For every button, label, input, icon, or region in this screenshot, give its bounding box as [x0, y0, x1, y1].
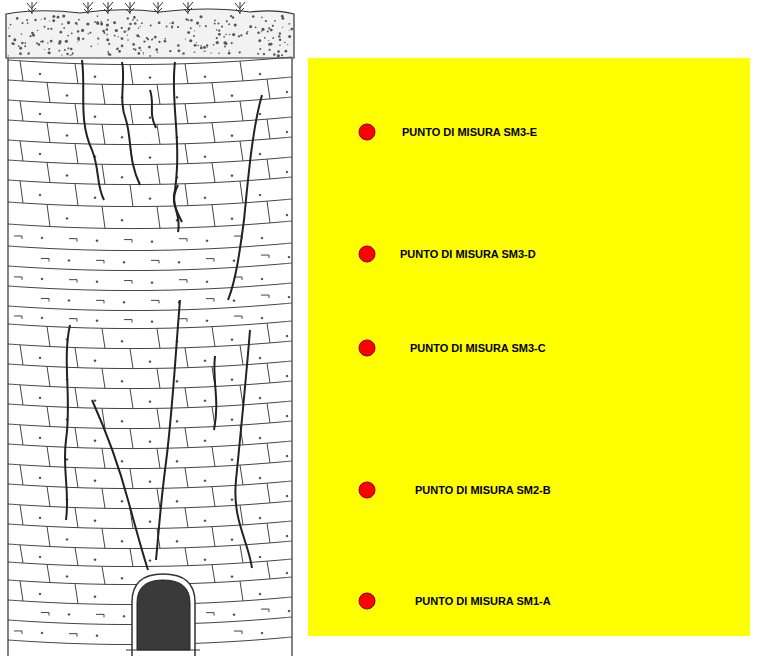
measurement-label: PUNTO DI MISURA SM3-D: [400, 248, 536, 261]
measurement-point: [359, 124, 375, 140]
measurement-point: [359, 246, 375, 262]
measurement-label: PUNTO DI MISURA SM2-B: [415, 484, 551, 497]
bedding-planes: [8, 57, 292, 645]
measurement-point: [359, 340, 375, 356]
vegetation: [27, 2, 245, 14]
section-border: [8, 58, 292, 656]
rock-joints: [14, 61, 290, 637]
soil-layer: [6, 9, 294, 58]
measurement-panel: PUNTO DI MISURA SM3-E PUNTO DI MISURA SM3…: [308, 58, 750, 636]
tunnel-floor: [126, 649, 200, 650]
measurement-label: PUNTO DI MISURA SM1-A: [415, 595, 551, 608]
measurement-point: [359, 482, 375, 498]
measurement-label: PUNTO DI MISURA SM3-E: [402, 126, 537, 139]
tunnel-opening: [137, 580, 190, 650]
measurement-point: [359, 593, 375, 609]
soil-grains: [7, 15, 293, 58]
rock-fractures: [65, 60, 262, 570]
measurement-label: PUNTO DI MISURA SM3-C: [410, 342, 546, 355]
tunnel-lining: [132, 574, 195, 656]
